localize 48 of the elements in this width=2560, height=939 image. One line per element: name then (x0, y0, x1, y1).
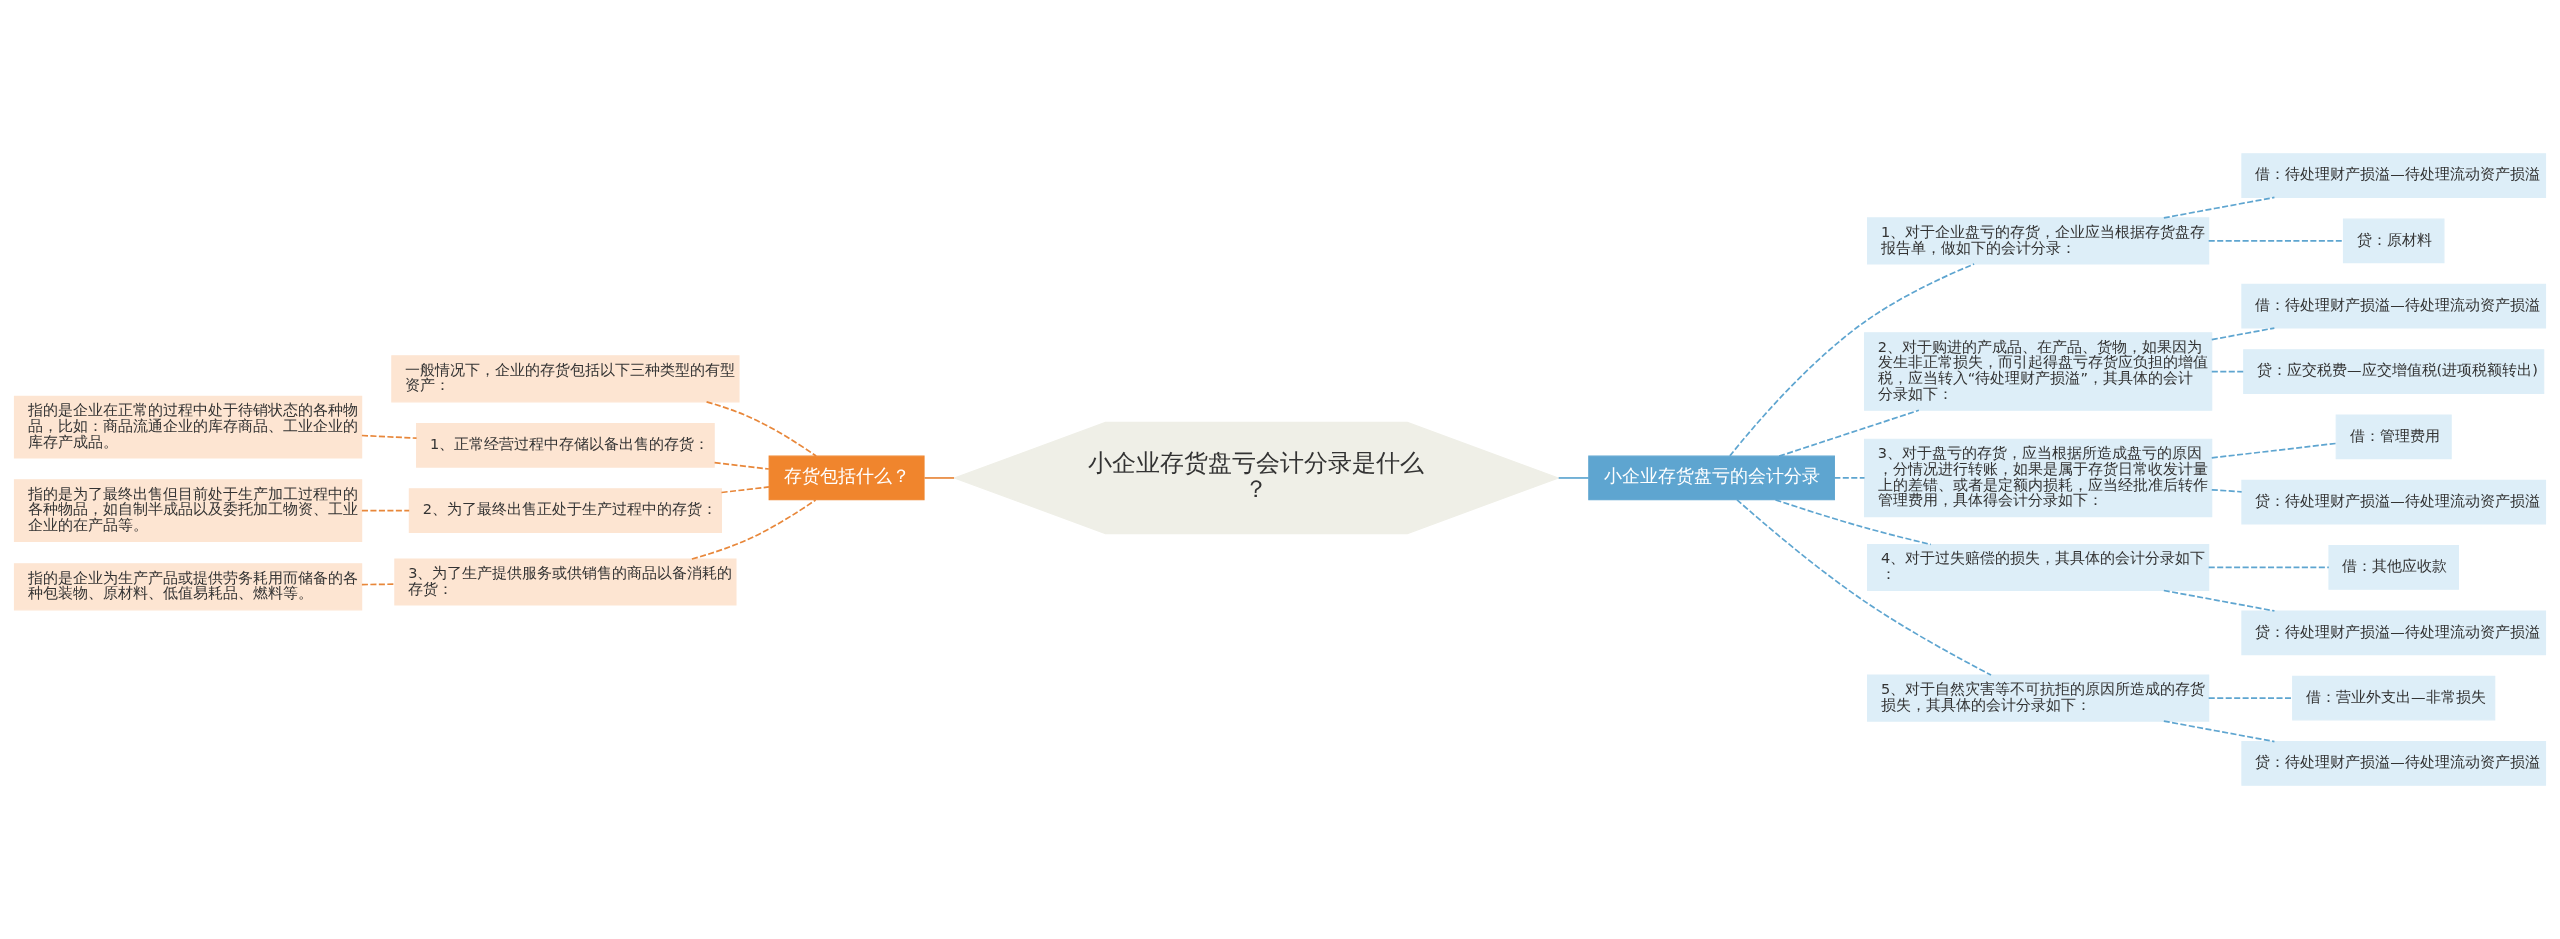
connector (2207, 566, 2330, 569)
connector (361, 434, 418, 439)
connector (361, 509, 410, 512)
connector (2210, 488, 2243, 493)
connector (1736, 499, 1992, 676)
node-box: 一般情况下，企业的存货包括以下三种类型的有型资产： (391, 355, 740, 403)
node-box: 3、为了生产提供服务或供销售的商品以备消耗的存货： (394, 558, 737, 606)
node-box: 贷：应交税费—应交增值税(进项税额转出) (2243, 349, 2545, 394)
connector (923, 477, 955, 479)
connector (2210, 442, 2337, 459)
connector (720, 486, 770, 494)
connector (1774, 499, 1932, 546)
connector (2207, 240, 2345, 242)
node-box: 指的是为了最终出售但目前处于生产加工过程中的各种物品，如自制半成品以及委托加工物资、工业企业的在产品等。 (13, 479, 363, 543)
connector (1729, 263, 1975, 457)
connector (2163, 589, 2276, 612)
node-box: 1、对于企业盘亏的存货，企业应当根据存货盘存报告单，做如下的会计分录： (1867, 217, 2210, 265)
node-box: 2、为了最终出售正处于生产过程中的存货： (408, 488, 723, 533)
connector (713, 461, 770, 470)
connector (2210, 370, 2245, 373)
node-box: 指的是企业在正常的过程中处于待销状态的各种物品，比如：商品流通企业的库存商品、工业企业的库存产成品。 (13, 395, 363, 459)
connector (2210, 327, 2276, 341)
node-box: 2、对于购进的产成品、在产品、货物，如果因为发生非正常损失，而引起得盘亏存货应负担的增值税，应当转入“待处理财产损溢”，其具体的会计分录如下： (1863, 332, 2213, 411)
node-box: 1、正常经营过程中存储以备出售的存货： (416, 422, 715, 468)
node-box: 贷：待处理财产损溢—待处理流动资产损溢 (2241, 479, 2547, 525)
connector (1833, 477, 1866, 479)
node-box: 借：待处理财产损溢—待处理流动资产损溢 (2241, 153, 2547, 198)
node-box: 贷：待处理财产损溢—待处理流动资产损溢 (2241, 610, 2547, 656)
node-box: 借：待处理财产损溢—待处理流动资产损溢 (2241, 283, 2547, 329)
connector (691, 499, 817, 560)
connector (2207, 697, 2294, 699)
connector (361, 583, 396, 586)
node-box: 借：其他应收款 (2328, 545, 2459, 590)
node-box: 4、对于过失赔偿的损失，其具体的会计分录如下： (1867, 543, 2210, 592)
connector (705, 401, 817, 457)
node-box: 贷：待处理财产损溢—待处理流动资产损溢 (2241, 741, 2547, 786)
node-box: 5、对于自然灾害等不可抗拒的原因所造成的存货损失，其具体的会计分录如下： (1867, 674, 2210, 722)
node-box: 指的是企业为生产产品或提供劳务耗用而储备的各种包装物、原材料、低值易耗品、燃料等。 (13, 563, 363, 611)
node-box: 贷：原材料 (2342, 218, 2445, 264)
connector (1557, 477, 1590, 479)
connector (1778, 409, 1920, 457)
node-box: 存货包括什么？ (768, 455, 925, 501)
node-box: 3、对于盘亏的存货，应当根据所造成盘亏的原因，分情况进行转账，如果是属于存货日常收发计量上的差错、或者是定额内损耗，应当经批准后转作管理费用，具体得会计分录如下： (1863, 438, 2213, 518)
connector (2163, 196, 2276, 219)
connector (2163, 720, 2276, 743)
node-box: 小企业存货盘亏的会计分录 (1588, 455, 1835, 501)
node-box: 借：营业外支出—非常损失 (2292, 675, 2496, 721)
node-box: 借：管理费用 (2335, 414, 2452, 460)
